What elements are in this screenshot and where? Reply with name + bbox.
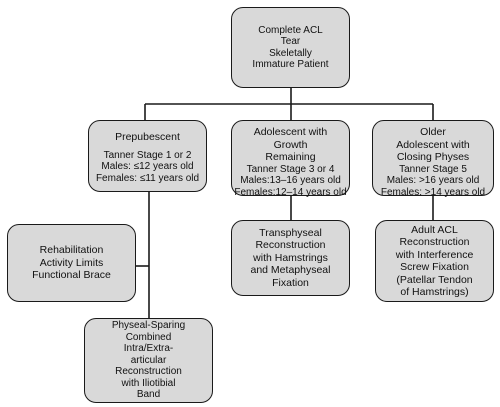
node-line: Combined — [125, 331, 172, 343]
node-line: Reconstruction — [399, 236, 470, 248]
node-line: Screw Fixation — [400, 261, 469, 273]
node-rehabilitation: Rehabilitation Activity Limits Functiona… — [7, 224, 136, 302]
node-detail-line: Females: ≤11 years old — [95, 172, 200, 184]
node-line: Physeal-Sparing — [111, 320, 186, 332]
node-detail-line: Males:13–16 years old — [240, 175, 341, 186]
node-line: Reconstruction — [115, 366, 182, 378]
node-adolescent-growth-remaining: Adolescent with Growth Remaining Tanner … — [231, 120, 350, 198]
node-title-line: Growth — [273, 138, 308, 151]
node-detail-line: Females:12–14 years old — [234, 186, 347, 198]
root-line: Complete ACL — [258, 24, 323, 36]
node-title-line: Remaining — [265, 151, 316, 163]
node-line: and Metaphyseal — [250, 264, 331, 277]
node-physeal-sparing: Physeal-Sparing Combined Intra/Extra- ar… — [84, 318, 213, 403]
node-line: Reconstruction — [255, 239, 326, 252]
node-line: Functional Brace — [32, 269, 111, 282]
node-detail-line: Tanner Stage 1 or 2 — [103, 149, 192, 161]
node-line: Rehabilitation — [39, 244, 104, 257]
node-prepubescent: Prepubescent Tanner Stage 1 or 2 Males: … — [88, 120, 207, 192]
root-line: Tear — [280, 36, 301, 47]
root-line: Immature Patient — [252, 59, 329, 70]
node-detail-line: Tanner Stage 3 or 4 — [246, 163, 335, 175]
node-line: Band — [136, 389, 161, 401]
node-detail-line: Males: >16 years old — [386, 175, 480, 186]
node-title-line: Adolescent with — [253, 126, 328, 138]
node-detail-line: Females: >14 years old — [380, 186, 486, 198]
node-title-line: Prepubescent — [115, 131, 180, 143]
node-line: articular — [130, 354, 167, 366]
node-line: Activity Limits — [39, 256, 104, 269]
node-title-line: Adolescent with — [396, 138, 470, 151]
node-transphyseal-reconstruction: Transphyseal Reconstruction with Hamstri… — [231, 220, 350, 296]
node-detail-line: Tanner Stage 5 — [399, 163, 467, 175]
root-line: Skeletally — [269, 47, 312, 59]
node-title-line: Closing Physes — [396, 151, 470, 163]
node-adult-acl-reconstruction: Adult ACL Reconstruction with Interferen… — [375, 220, 494, 302]
node-line: Fixation — [272, 276, 309, 289]
node-line: with Hamstrings — [253, 251, 328, 264]
node-title-line: Older — [420, 126, 446, 138]
node-line: (Patellar Tendon — [396, 273, 473, 286]
node-line: Transphyseal — [259, 226, 322, 239]
node-older-adolescent: Older Adolescent with Closing Physes Tan… — [372, 120, 494, 198]
node-line: Intra/Extra- — [123, 343, 174, 355]
node-line: with Iliotibial — [121, 377, 176, 389]
node-line: Adult ACL — [411, 223, 458, 236]
node-detail-line: Males: ≤12 years old — [101, 161, 194, 172]
node-line: of Hamstrings) — [400, 286, 469, 298]
node-root-complete-acl-tear: Complete ACL Tear Skeletally Immature Pa… — [231, 7, 350, 88]
node-line: with Interference — [395, 248, 474, 261]
